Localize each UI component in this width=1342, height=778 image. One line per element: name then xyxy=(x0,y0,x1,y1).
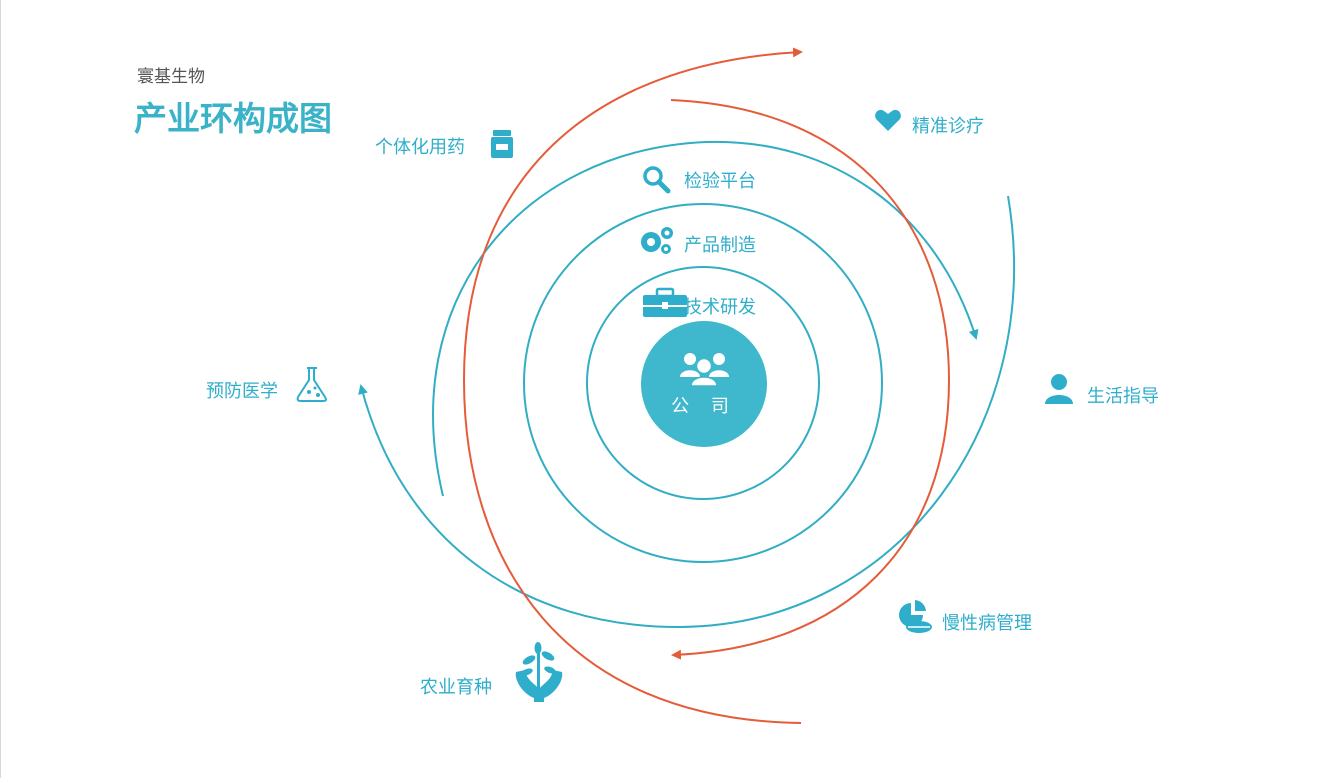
inner-ring xyxy=(586,266,820,500)
teal-arc-bottom xyxy=(358,195,1016,629)
label-agricultural-breeding: 农业育种 xyxy=(420,677,492,698)
label-rnd: 技术研发 xyxy=(684,297,756,318)
label-preventive-medicine: 预防医学 xyxy=(206,381,278,402)
person-icon xyxy=(1045,374,1073,404)
page-title: 产业环构成图 xyxy=(134,99,332,138)
label-lifestyle-guidance: 生活指导 xyxy=(1087,386,1159,407)
middle-ring xyxy=(523,203,883,563)
company-center-label: 公 司 xyxy=(671,396,737,417)
label-personalized-medication: 个体化用药 xyxy=(375,137,465,158)
orange-arc-left xyxy=(462,47,803,724)
magnifier-icon xyxy=(643,166,671,194)
heart-icon xyxy=(875,109,901,131)
orange-arc-right xyxy=(670,99,951,660)
briefcase-icon xyxy=(643,287,687,317)
teal-arc-top xyxy=(432,140,979,497)
sprout-in-hands-icon xyxy=(515,642,563,702)
pills-icon xyxy=(899,600,932,633)
company-name: 寰基生物 xyxy=(137,67,205,87)
medicine-bottle-icon xyxy=(491,130,513,158)
label-product-manufacturing: 产品制造 xyxy=(684,235,756,256)
label-testing-platform: 检验平台 xyxy=(684,171,756,192)
gears-icon xyxy=(641,227,673,254)
label-precision-diagnosis: 精准诊疗 xyxy=(912,116,984,137)
flask-icon xyxy=(296,367,328,402)
group-people-icon xyxy=(680,353,729,387)
label-chronic-disease-management: 慢性病管理 xyxy=(942,613,1032,634)
